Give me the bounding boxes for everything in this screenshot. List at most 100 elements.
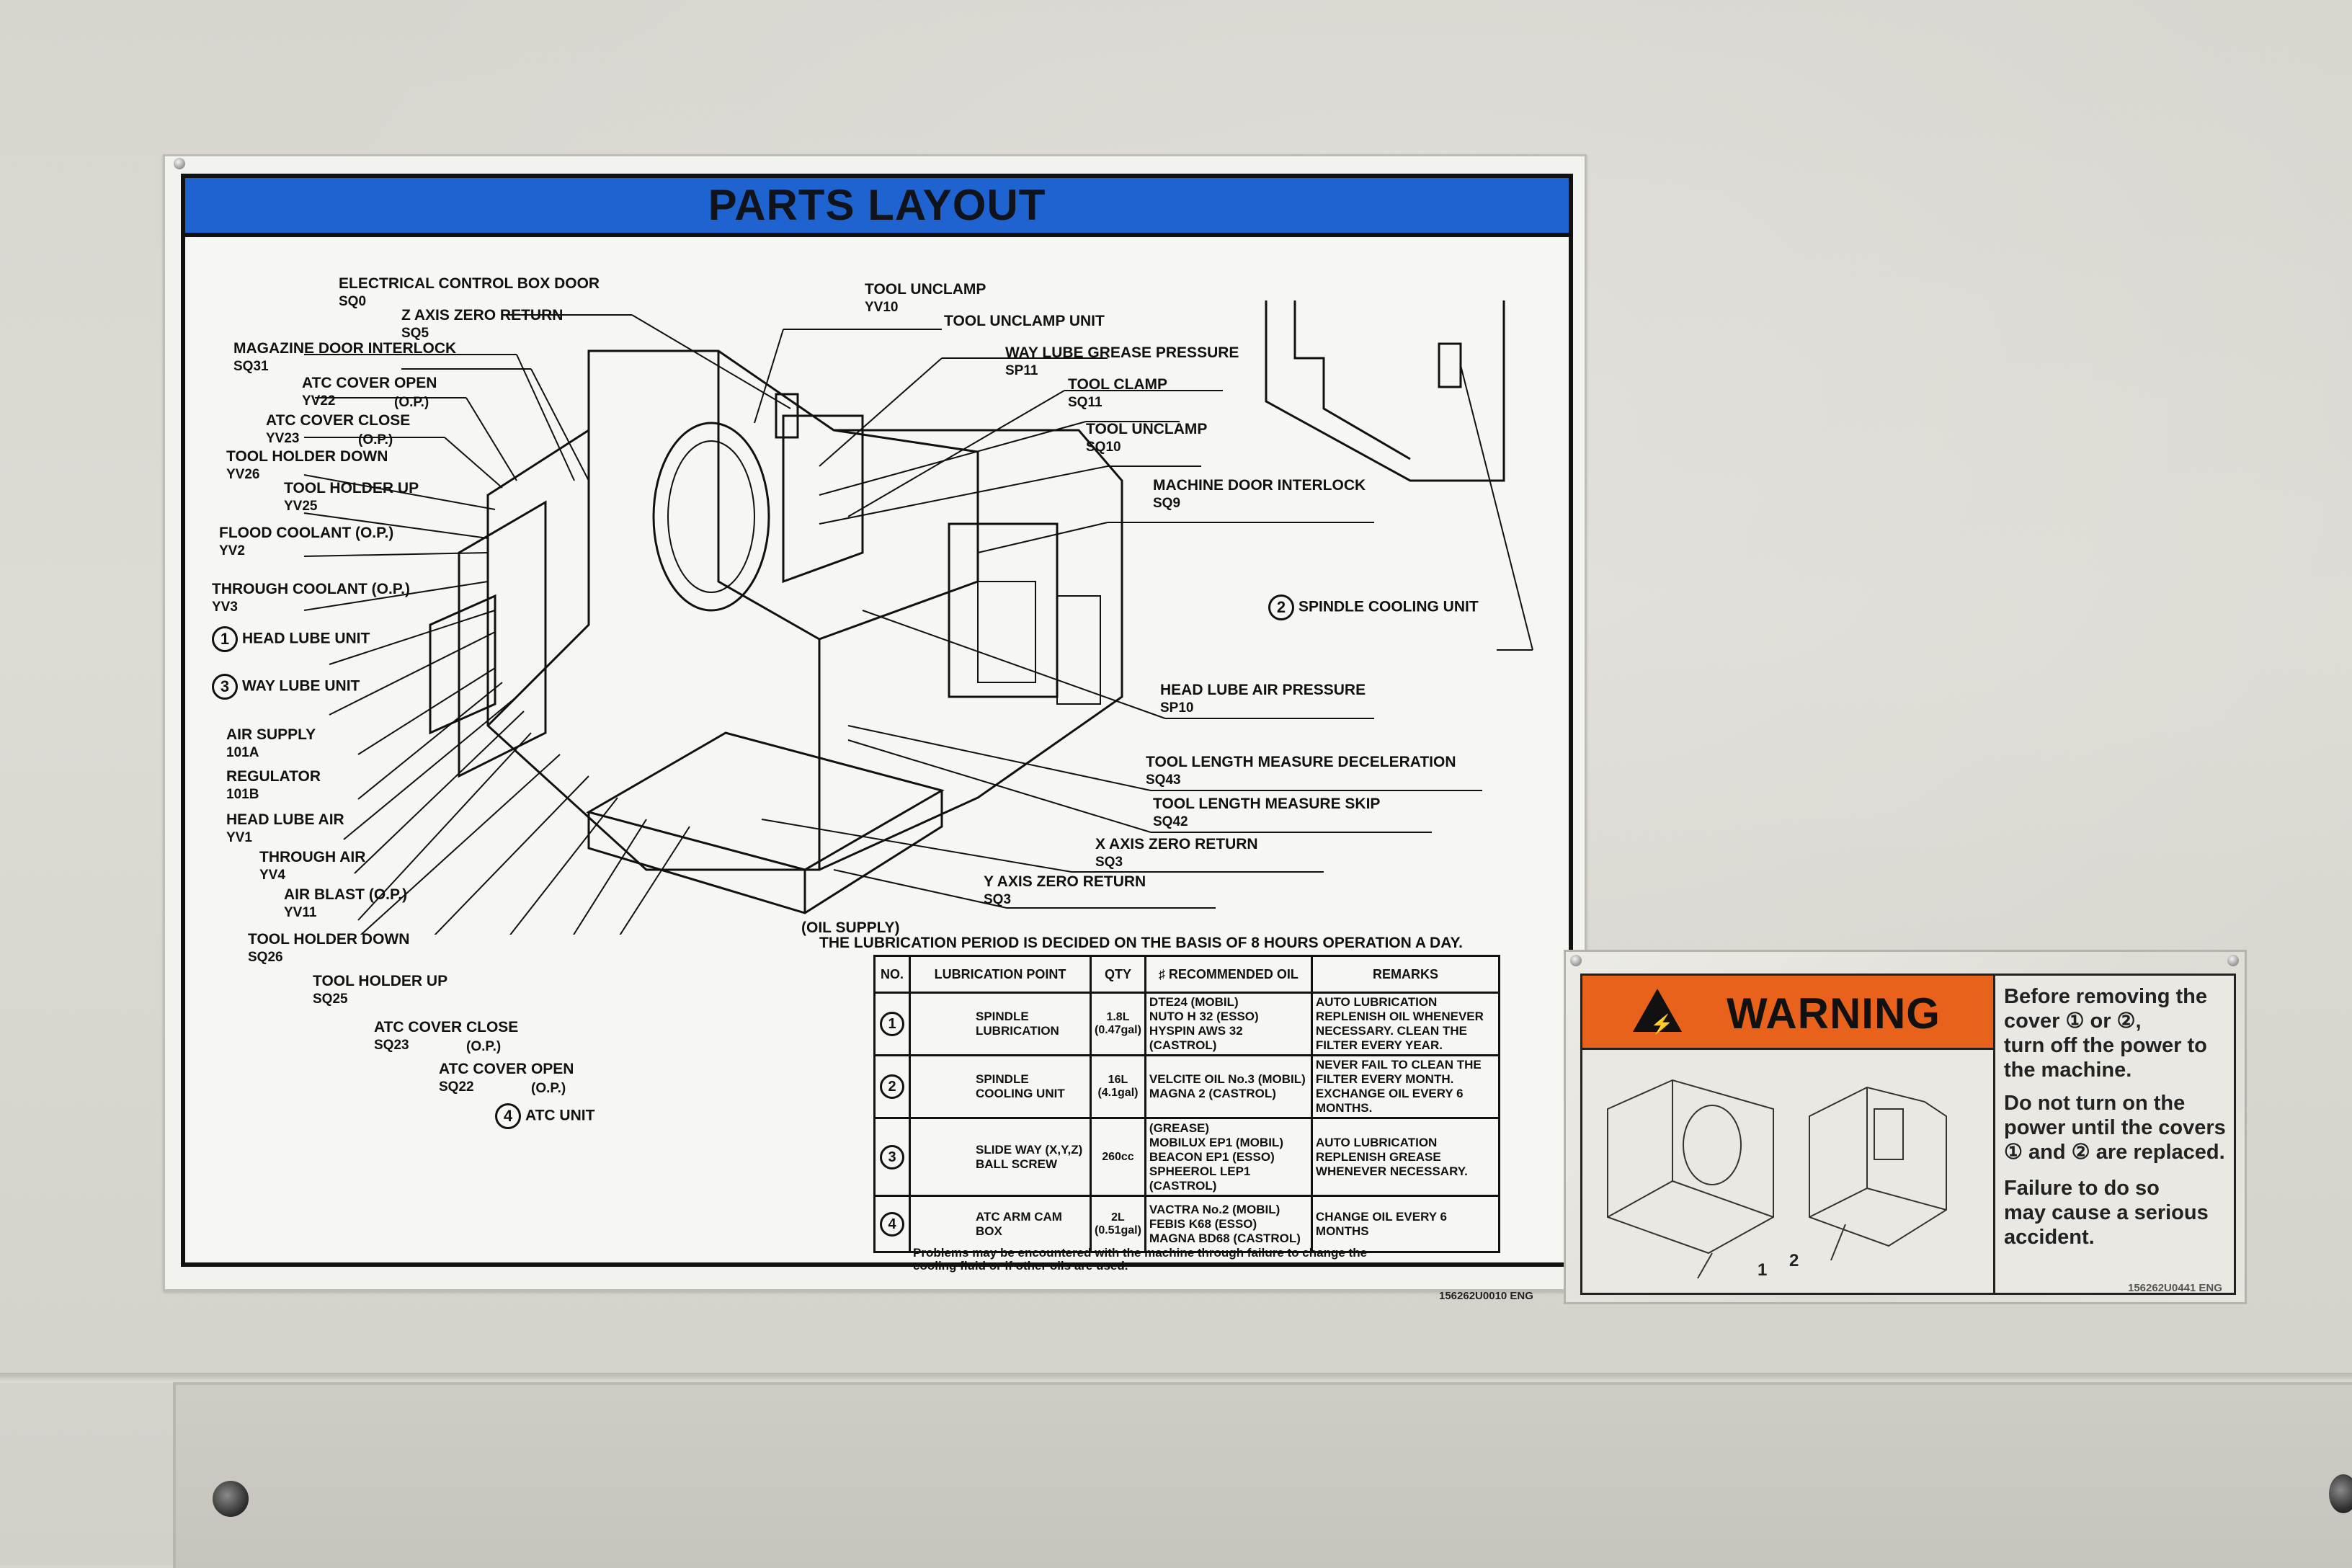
part-number: 156262U0010 ENG (1439, 1290, 1533, 1302)
code-sp11: SP11 (1005, 363, 1038, 378)
warning-triangle-symbol: ⚡ (1650, 1013, 1674, 1035)
code-101b: 101B (226, 787, 259, 802)
label-head-lube-air-pressure: HEAD LUBE AIR PRESSURE (1160, 682, 1366, 698)
code-sq43: SQ43 (1146, 772, 1181, 788)
note-op: (O.P.) (466, 1039, 502, 1054)
code-sq9: SQ9 (1153, 496, 1181, 511)
label-y-axis-zero-return: Y AXIS ZERO RETURN (984, 873, 1146, 890)
warning-triangle-icon (1633, 989, 1682, 1032)
note-op: (O.P.) (531, 1081, 566, 1096)
code-101a: 101A (226, 745, 259, 760)
callout-number: 2 (1268, 594, 1294, 620)
lubrication-point: SLIDE WAY (X,Y,Z) BALL SCREW (909, 1117, 1092, 1197)
row-number: 1 (873, 992, 911, 1056)
code-sq26: SQ26 (248, 950, 283, 965)
code-sp10: SP10 (1160, 700, 1194, 716)
table-row: 4 ATC ARM CAM BOX 2L (0.51gal) VACTRA No… (873, 1195, 1501, 1253)
label-through-air: THROUGH AIR (259, 849, 366, 865)
recommended-oil: VELCITE OIL No.3 (MOBIL)MAGNA 2 (CASTROL… (1144, 1054, 1313, 1119)
row-number: 3 (873, 1117, 911, 1197)
label-tool-holder-up-yv25: TOOL HOLDER UP (284, 480, 419, 496)
remarks: AUTO LUBRICATION REPLENISH OIL WHENEVER … (1310, 992, 1501, 1056)
label-tool-length-measure-skip: TOOL LENGTH MEASURE SKIP (1153, 796, 1381, 812)
code-sq0: SQ0 (339, 294, 367, 309)
code-sq10: SQ10 (1086, 440, 1121, 455)
warning-divider (1993, 976, 1995, 1293)
remarks: CHANGE OIL EVERY 6 MONTHS (1310, 1195, 1501, 1253)
code-sq3-y: SQ3 (984, 892, 1012, 907)
label-tool-holder-up-sq25: TOOL HOLDER UP (313, 973, 448, 989)
panel-screw (2329, 1474, 2352, 1513)
label-tool-clamp: TOOL CLAMP (1068, 376, 1168, 393)
label-electrical-control-box-door: ELECTRICAL CONTROL BOX DOOR (339, 275, 600, 292)
table-row: 2 SPINDLE COOLING UNIT 16L (4.1gal) VELC… (873, 1054, 1501, 1119)
warning-plate: ⚡ WARNING 1 2 Before removing the cover … (1564, 950, 2247, 1304)
col-recommended-oil: ♯ RECOMMENDED OIL (1144, 955, 1313, 994)
title-bar: PARTS LAYOUT (185, 178, 1569, 237)
panel-seam (0, 1373, 2352, 1383)
label-oil-supply: (OIL SUPPLY) (801, 919, 900, 936)
label-machine-door-interlock: MACHINE DOOR INTERLOCK (1153, 477, 1366, 494)
recommended-oil: VACTRA No.2 (MOBIL)FEBIS K68 (ESSO)MAGNA… (1144, 1195, 1313, 1253)
code-sq42: SQ42 (1153, 814, 1188, 829)
label-way-lube-grease-pressure: WAY LUBE GREASE PRESSURE (1005, 344, 1239, 361)
rivet (2227, 955, 2239, 966)
label-head-lube-air: HEAD LUBE AIR (226, 811, 344, 828)
code-yv1: YV1 (226, 830, 252, 845)
remarks: AUTO LUBRICATION REPLENISH GREASE WHENEV… (1310, 1117, 1501, 1197)
note-op: (O.P.) (394, 395, 429, 410)
code-sq25: SQ25 (313, 992, 348, 1007)
warning-header: ⚡ WARNING (1582, 976, 1993, 1050)
warning-line: Before removing the (2004, 985, 2207, 1008)
label-tool-length-measure-deceleration: TOOL LENGTH MEASURE DECELERATION (1146, 754, 1456, 770)
rivet (1570, 955, 1582, 966)
code-sq31: SQ31 (233, 359, 269, 374)
code-sq23: SQ23 (374, 1038, 409, 1053)
callout-1: 1 (1758, 1260, 1768, 1280)
quantity: 260cc (1090, 1117, 1146, 1197)
lubrication-table: NO. LUBRICATION POINT QTY ♯ RECOMMENDED … (873, 955, 1501, 1253)
plate-frame: PARTS LAYOUT (181, 174, 1573, 1302)
label-flood-coolant: FLOOD COOLANT (O.P.) (219, 525, 394, 541)
machine-diagram (303, 300, 1533, 935)
warning-line: Failure to do so (2004, 1177, 2160, 1200)
label-atc-cover-close-yv23: ATC COVER CLOSE (266, 412, 411, 429)
col-qty: QTY (1090, 955, 1146, 994)
table-row: 3 SLIDE WAY (X,Y,Z) BALL SCREW 260cc (GR… (873, 1117, 1501, 1197)
callout-number: 4 (495, 1103, 521, 1129)
recommended-oil: (GREASE)MOBILUX EP1 (MOBIL)BEACON EP1 (E… (1144, 1117, 1313, 1197)
label-x-axis-zero-return: X AXIS ZERO RETURN (1095, 836, 1258, 852)
code-yv22: YV22 (302, 393, 336, 409)
label-tool-unclamp-unit: TOOL UNCLAMP UNIT (944, 313, 1105, 329)
warning-line: may cause a serious (2004, 1201, 2209, 1224)
warning-frame: ⚡ WARNING 1 2 Before removing the cover … (1580, 974, 2236, 1295)
code-yv25: YV25 (284, 499, 318, 514)
label-air-supply: AIR SUPPLY (226, 726, 316, 743)
code-yv10: YV10 (865, 300, 899, 315)
code-yv4: YV4 (259, 868, 285, 883)
rivet (174, 158, 185, 169)
lubrication-point: ATC ARM CAM BOX (909, 1195, 1092, 1253)
col-lubrication-point: LUBRICATION POINT (909, 955, 1092, 994)
label-tool-holder-down-sq26: TOOL HOLDER DOWN (248, 931, 410, 948)
callout-number: 1 (212, 626, 238, 652)
code-sq5: SQ5 (401, 326, 429, 341)
label-tool-holder-down-yv26: TOOL HOLDER DOWN (226, 448, 388, 465)
code-yv2: YV2 (219, 543, 245, 558)
warning-line: ① and ② are replaced. (2004, 1141, 2225, 1164)
lubrication-point: SPINDLE LUBRICATION (909, 992, 1092, 1056)
col-no: NO. (873, 955, 911, 994)
quantity: 2L (0.51gal) (1090, 1195, 1146, 1253)
table-header-row: NO. LUBRICATION POINT QTY ♯ RECOMMENDED … (873, 955, 1501, 994)
lubrication-point: SPINDLE COOLING UNIT (909, 1054, 1092, 1119)
label-atc-cover-open-sq22: ATC COVER OPEN (439, 1061, 574, 1077)
code-yv3: YV3 (212, 600, 238, 615)
warning-line: the machine. (2004, 1059, 2132, 1082)
label-z-axis-zero-return: Z AXIS ZERO RETURN (401, 307, 564, 324)
parts-layout-title: PARTS LAYOUT (708, 181, 1046, 229)
code-sq11: SQ11 (1068, 395, 1102, 410)
label-tool-unclamp-sq10: TOOL UNCLAMP (1086, 421, 1208, 437)
